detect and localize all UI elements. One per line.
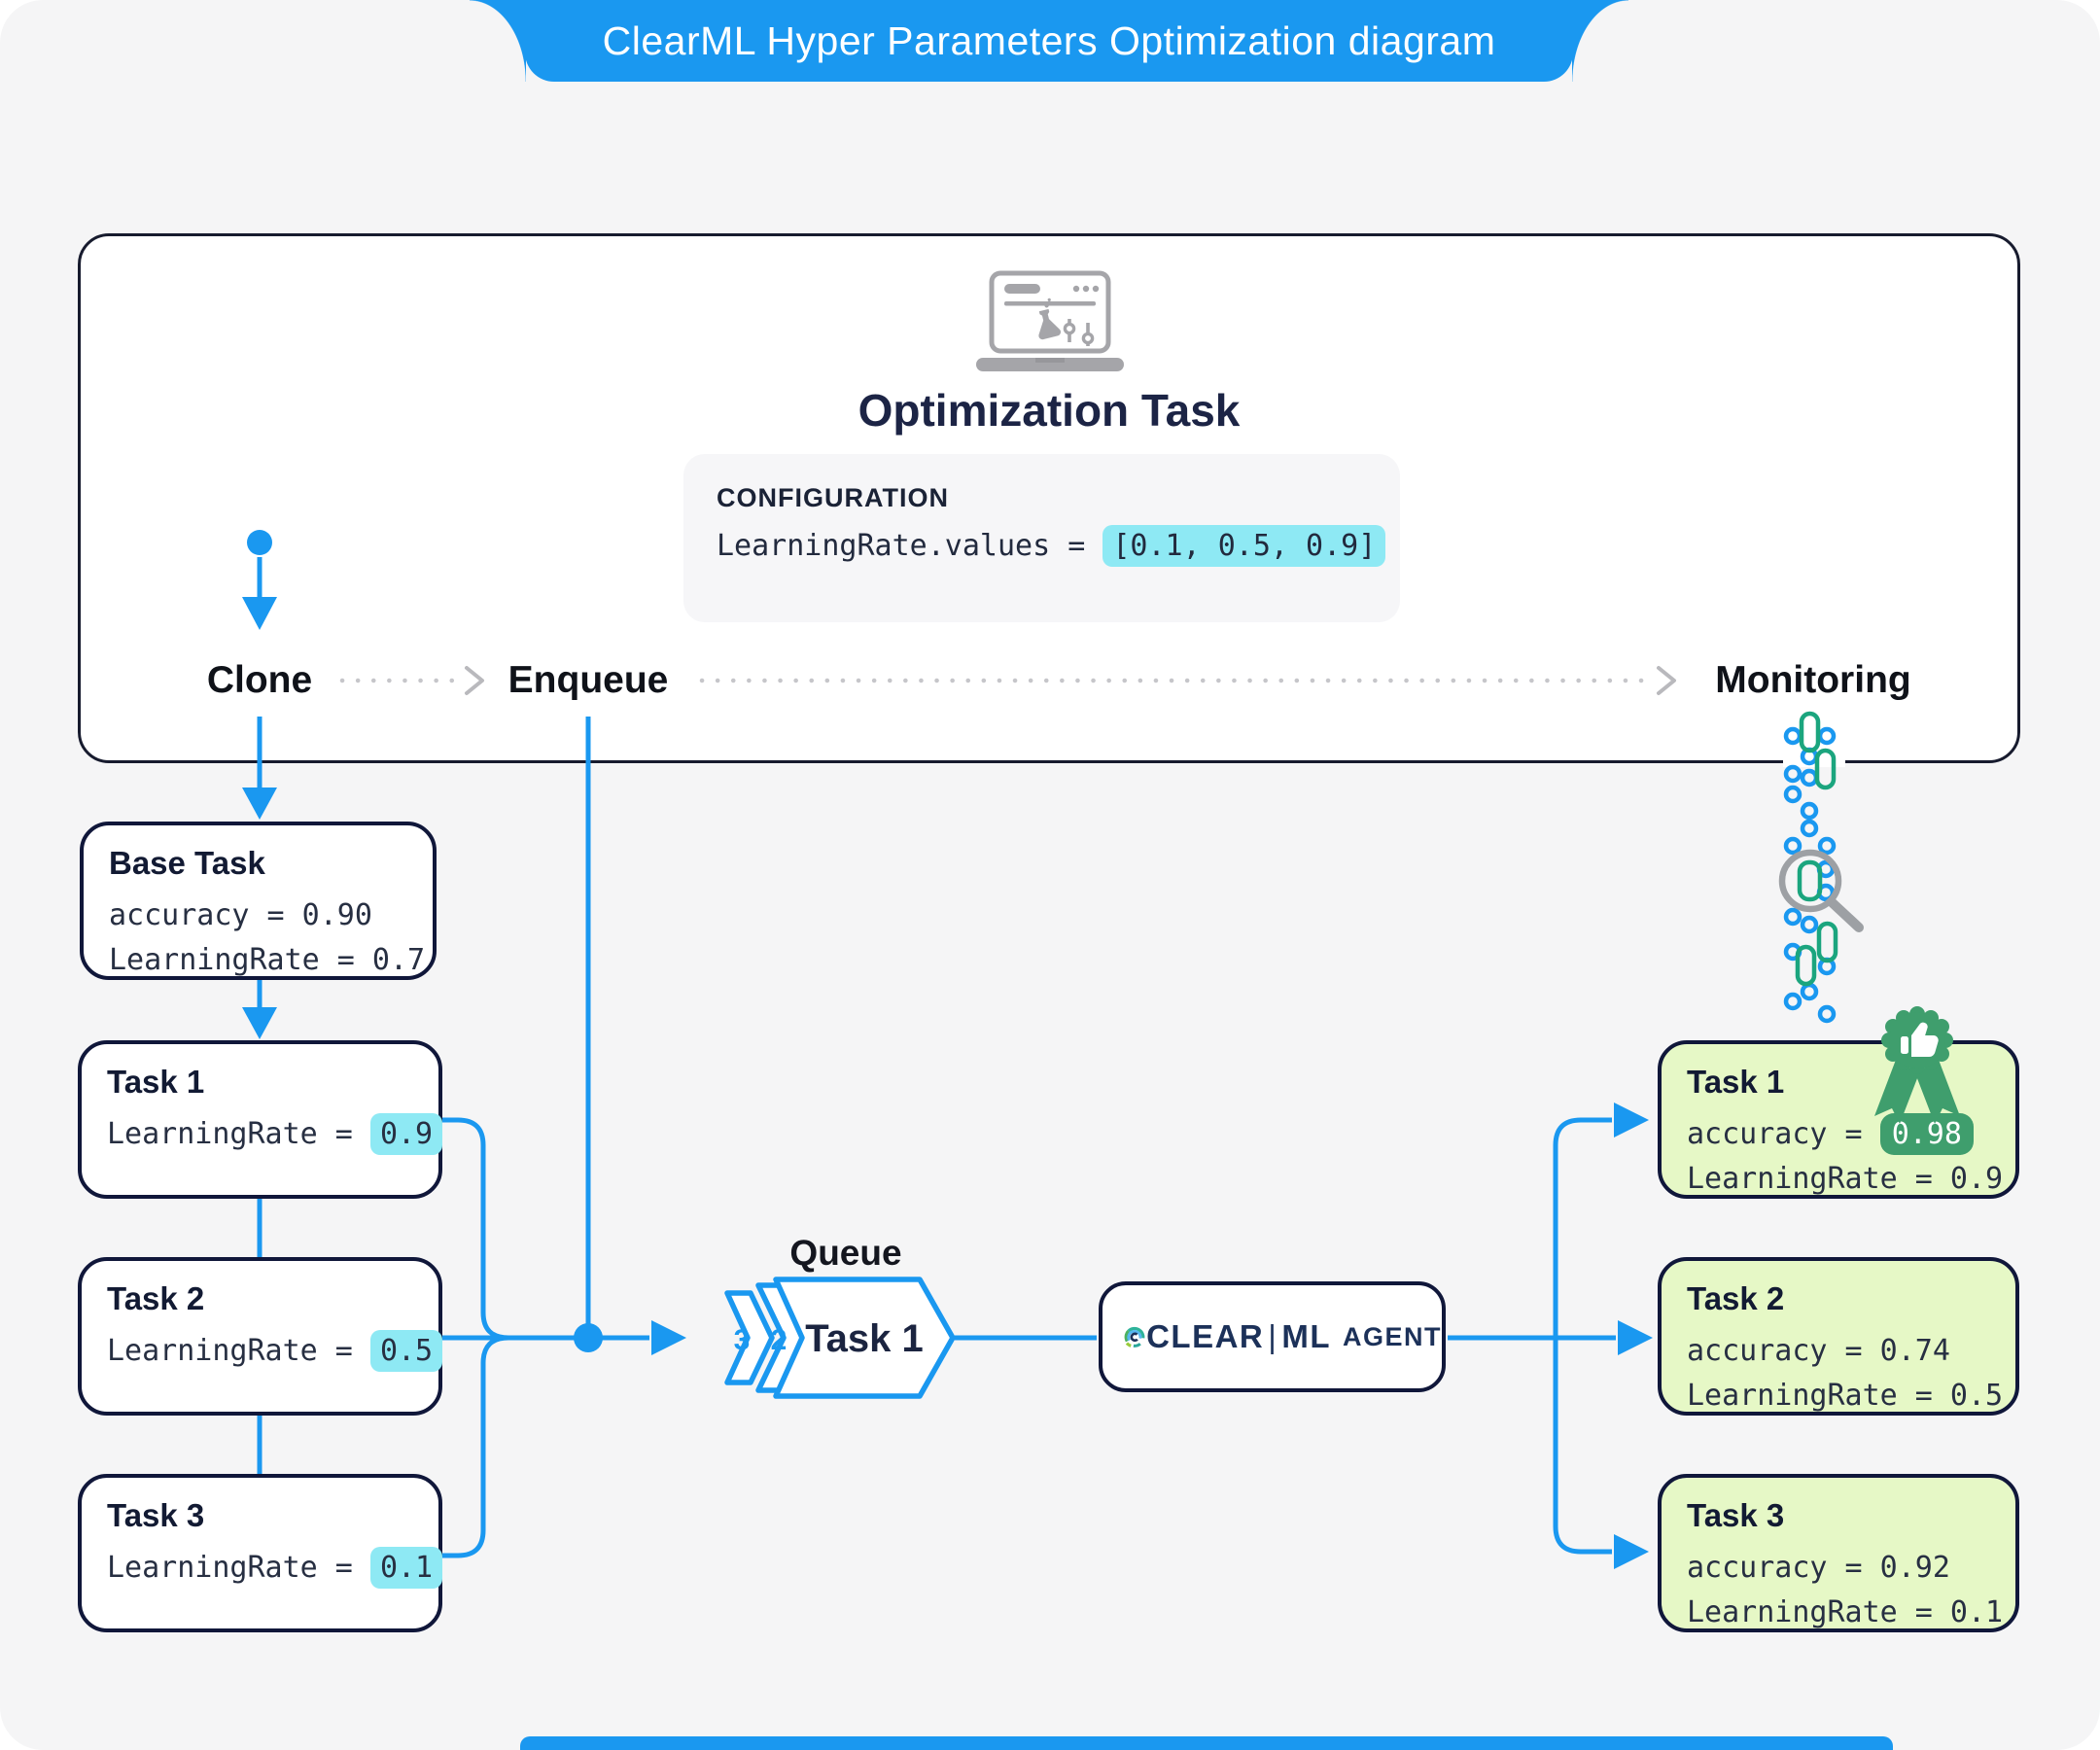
result-task-2-title: Task 2 bbox=[1687, 1280, 1785, 1316]
clearml-agent-node: CLEAR|ML AGENT bbox=[1099, 1281, 1446, 1392]
base-task-title: Base Task bbox=[109, 845, 265, 881]
best-accuracy-highlight: 0.98 bbox=[1879, 1113, 1974, 1155]
result-task-3-learning-rate: LearningRate = 0.1 bbox=[1687, 1595, 2004, 1629]
brand-divider: | bbox=[1268, 1318, 1278, 1354]
result-task-1-title: Task 1 bbox=[1687, 1064, 1785, 1100]
result-task-3-title: Task 3 bbox=[1687, 1497, 1785, 1533]
result-task-2-node: Task 2 accuracy = 0.74 LearningRate = 0.… bbox=[1658, 1257, 2019, 1416]
clearml-logo-icon bbox=[1124, 1326, 1145, 1348]
bottom-banner-strip bbox=[520, 1736, 1893, 1750]
queue-chevrons: 3 2 Task 1 bbox=[724, 1277, 956, 1399]
configuration-box: CONFIGURATION LearningRate.values = [0.1… bbox=[683, 454, 1400, 622]
agent-suffix: AGENT bbox=[1343, 1321, 1442, 1351]
border-gap bbox=[1783, 755, 1845, 767]
lr-prefix: LearningRate = bbox=[107, 1551, 370, 1585]
configuration-code: LearningRate.values = [0.1, 0.5, 0.9] bbox=[717, 525, 1400, 567]
result-task-2-accuracy: accuracy = 0.74 bbox=[1687, 1334, 1950, 1368]
page-title: ClearML Hyper Parameters Optimization di… bbox=[602, 18, 1496, 63]
result-task-3-accuracy: accuracy = 0.92 bbox=[1687, 1551, 1950, 1585]
configuration-code-prefix: LearningRate.values = bbox=[717, 529, 1103, 563]
lr-value-highlight: 0.1 bbox=[369, 1547, 443, 1589]
monitoring-label: Monitoring bbox=[1715, 659, 1911, 701]
result-task-1-accuracy: accuracy = 0.98 bbox=[1687, 1112, 2015, 1157]
queue-head-shape bbox=[773, 1277, 956, 1399]
result-task-1-node: Task 1 accuracy = 0.98 LearningRate = 0.… bbox=[1658, 1040, 2019, 1199]
brand-clear: CLEAR bbox=[1146, 1318, 1265, 1354]
base-task-learning-rate: LearningRate = 0.7 bbox=[109, 943, 426, 977]
flask-icon bbox=[1038, 298, 1061, 340]
result-task-1-learning-rate: LearningRate = 0.9 bbox=[1687, 1162, 2004, 1196]
thumbs-up-icon bbox=[1901, 1022, 1939, 1057]
magnifier-icon bbox=[1778, 849, 1864, 932]
agent-brand: CLEAR|ML bbox=[1146, 1318, 1331, 1355]
clone-task-2-title: Task 2 bbox=[107, 1280, 205, 1316]
queue-slot-2-shape bbox=[755, 1282, 818, 1393]
clone-label: Clone bbox=[206, 659, 313, 701]
queue-label: Queue bbox=[789, 1233, 902, 1273]
configuration-values-highlight: [0.1, 0.5, 0.9] bbox=[1102, 525, 1386, 567]
laptop-experiment-icon bbox=[976, 270, 1124, 371]
agent-result-wires bbox=[1448, 1102, 1653, 1569]
optimization-task-title: Optimization Task bbox=[858, 385, 1241, 436]
clone-task-1-learning-rate: LearningRate = 0.9 bbox=[107, 1112, 443, 1157]
lr-prefix: LearningRate = bbox=[107, 1334, 370, 1368]
lr-value-highlight: 0.5 bbox=[369, 1330, 443, 1372]
base-task-accuracy: accuracy = 0.90 bbox=[109, 898, 372, 932]
sliders-icon bbox=[1063, 319, 1095, 346]
clone-task-2-node: Task 2 LearningRate = 0.5 bbox=[78, 1257, 443, 1416]
clone-task-3-title: Task 3 bbox=[107, 1497, 205, 1533]
clone-task-3-node: Task 3 LearningRate = 0.1 bbox=[78, 1474, 443, 1632]
award-ribbon-thumbs-up-icon bbox=[1874, 1006, 1960, 1124]
result-task-3-node: Task 3 accuracy = 0.92 LearningRate = 0.… bbox=[1658, 1474, 2019, 1632]
clone-task-3-learning-rate: LearningRate = 0.1 bbox=[107, 1546, 443, 1591]
lr-prefix: LearningRate = bbox=[107, 1117, 370, 1151]
clone-task-1-node: Task 1 LearningRate = 0.9 bbox=[78, 1040, 443, 1199]
brand-ml: ML bbox=[1281, 1318, 1331, 1354]
configuration-heading: CONFIGURATION bbox=[717, 483, 949, 512]
base-task-node: Base Task accuracy = 0.90 LearningRate =… bbox=[80, 822, 437, 980]
queue-head-task: Task 1 bbox=[805, 1317, 924, 1360]
queue-position-3: 3 bbox=[734, 1324, 751, 1356]
title-banner: ClearML Hyper Parameters Optimization di… bbox=[470, 0, 1628, 82]
result-task-2-learning-rate: LearningRate = 0.5 bbox=[1687, 1379, 2004, 1413]
clone-task-2-learning-rate: LearningRate = 0.5 bbox=[107, 1329, 443, 1374]
queue-position-2: 2 bbox=[771, 1324, 788, 1356]
lr-value-highlight: 0.9 bbox=[369, 1113, 443, 1155]
accuracy-prefix: accuracy = bbox=[1687, 1117, 1880, 1151]
clone-task-1-title: Task 1 bbox=[107, 1064, 205, 1100]
enqueue-merge-wires bbox=[442, 717, 1097, 1558]
queue-slot-3-shape bbox=[724, 1290, 775, 1385]
enqueue-label: Enqueue bbox=[508, 659, 669, 701]
